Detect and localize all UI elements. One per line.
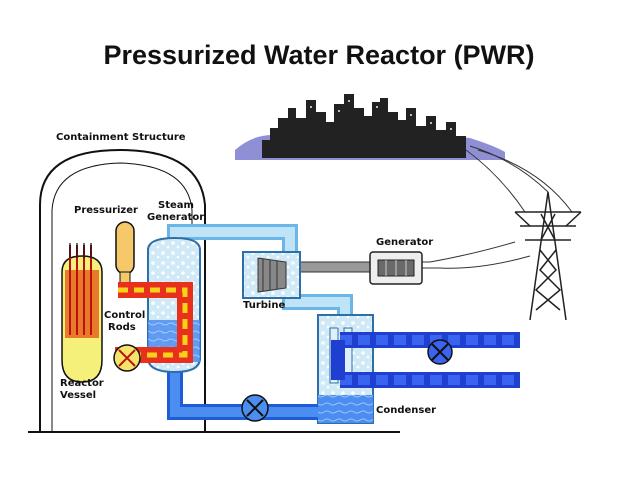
skyline-group [235, 94, 505, 160]
reactor-vessel [61, 243, 103, 383]
condenser-label: Condenser [376, 405, 437, 416]
containment-structure [39, 148, 206, 432]
city-skyline [262, 94, 466, 158]
pressurizer-label: Pressurizer [74, 205, 138, 216]
cooling-water-pipes [331, 332, 520, 388]
power-lines [420, 145, 573, 269]
turbine-label: Turbine [243, 300, 286, 311]
containment-structure-label: Containment Structure [56, 132, 186, 143]
transmission-tower [514, 191, 582, 321]
steam-generator-label-line2: Generator [147, 212, 205, 223]
turbine-shaft [299, 261, 376, 273]
steam-generator-label-line1: Steam [158, 200, 194, 211]
control-rods-label-line2: Rods [108, 322, 136, 333]
reactor-vessel-label-line1: Reactor [60, 378, 104, 389]
generator-label: Generator [376, 237, 434, 248]
primary-loop [113, 282, 193, 372]
turbine [242, 251, 301, 299]
page-title: Pressurized Water Reactor (PWR) [103, 40, 535, 70]
pressurizer [115, 221, 135, 287]
condenser [317, 314, 374, 424]
control-rods-label-line1: Control [104, 310, 146, 321]
window-lights [300, 100, 452, 130]
generator [369, 251, 423, 285]
reactor-vessel-label-line2: Vessel [60, 390, 97, 401]
